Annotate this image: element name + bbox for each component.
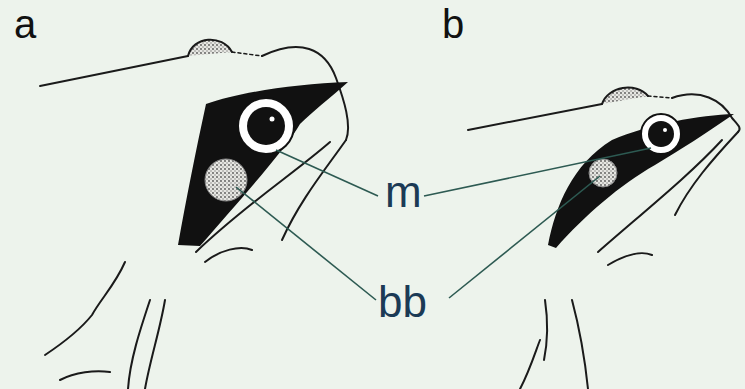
mask-b [548, 114, 734, 248]
eye-b [641, 114, 681, 154]
part-label: bb [378, 280, 427, 324]
figure-letter: a [14, 4, 36, 44]
eye-a [238, 98, 294, 154]
figure-letter: b [442, 4, 464, 44]
frog-b [468, 88, 740, 389]
leader-lines [236, 148, 651, 300]
pupil-b [648, 121, 674, 147]
part-label: m [385, 170, 422, 214]
tympanum-a [205, 159, 247, 201]
frog-a [40, 40, 348, 389]
mask-a [178, 82, 348, 246]
tympanum-b [589, 159, 617, 187]
pupil-a [247, 107, 285, 145]
